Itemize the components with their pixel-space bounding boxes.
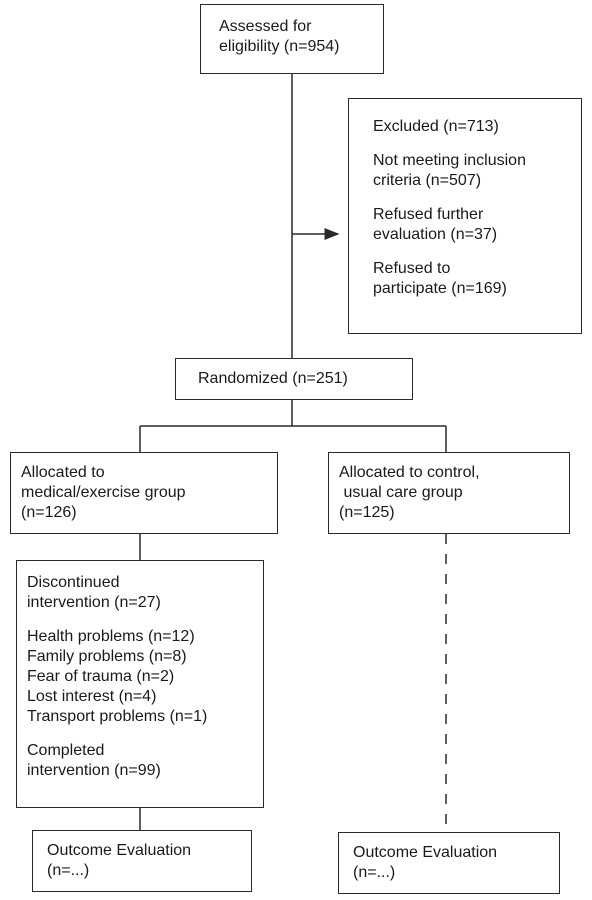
- discontinued-reason: Transport problems (n=1): [27, 708, 208, 725]
- completed-line2: intervention (n=99): [27, 762, 161, 779]
- allocated-exercise-line2: medical/exercise group: [21, 484, 186, 501]
- completed-line1: Completed: [27, 742, 105, 759]
- outcome-control-line1: Outcome Evaluation: [353, 844, 498, 861]
- discontinued-reason: Lost interest (n=4): [27, 688, 157, 705]
- discontinued-reason: Health problems (n=12): [27, 628, 195, 645]
- randomized-box: Randomized (n=251): [175, 358, 413, 400]
- allocated-control-box: Allocated to control, usual care group (…: [328, 452, 570, 534]
- excluded-reason1-line2: criteria (n=507): [373, 172, 482, 189]
- allocated-exercise-box: Allocated to medical/exercise group (n=1…: [10, 452, 278, 534]
- outcome-exercise-box: Outcome Evaluation (n=...): [32, 830, 252, 892]
- allocated-control-line3: (n=125): [339, 504, 395, 521]
- outcome-control-line2: (n=...): [353, 864, 396, 881]
- assessed-line1: Assessed for: [219, 18, 312, 35]
- allocated-exercise-line3: (n=126): [21, 504, 77, 521]
- randomized-label: Randomized (n=251): [198, 370, 348, 387]
- excluded-box: Excluded (n=713) Not meeting inclusion c…: [348, 98, 582, 334]
- allocated-control-line1: Allocated to control,: [339, 464, 480, 481]
- outcome-control-box: Outcome Evaluation (n=...): [338, 832, 560, 894]
- excluded-reason3-line1: Refused to: [373, 260, 451, 277]
- assessed-box: Assessed for eligibility (n=954): [200, 4, 384, 74]
- allocated-exercise-line1: Allocated to: [21, 464, 105, 481]
- excluded-reason2-line1: Refused further: [373, 206, 484, 223]
- allocated-control-line2: usual care group: [339, 484, 463, 501]
- excluded-title: Excluded (n=713): [373, 118, 499, 135]
- discontinued-title-line2: intervention (n=27): [27, 594, 161, 611]
- discontinued-title-line1: Discontinued: [27, 574, 120, 591]
- assessed-line2: eligibility (n=954): [219, 38, 340, 55]
- excluded-reason3-line2: participate (n=169): [373, 280, 507, 297]
- discontinued-reason: Family problems (n=8): [27, 648, 187, 665]
- excluded-reason1-line1: Not meeting inclusion: [373, 152, 526, 169]
- outcome-exercise-line2: (n=...): [47, 862, 90, 879]
- discontinued-reason: Fear of trauma (n=2): [27, 668, 175, 685]
- excluded-reason2-line2: evaluation (n=37): [373, 226, 498, 243]
- outcome-exercise-line1: Outcome Evaluation: [47, 842, 192, 859]
- discontinued-box: Discontinued intervention (n=27) Health …: [16, 560, 264, 808]
